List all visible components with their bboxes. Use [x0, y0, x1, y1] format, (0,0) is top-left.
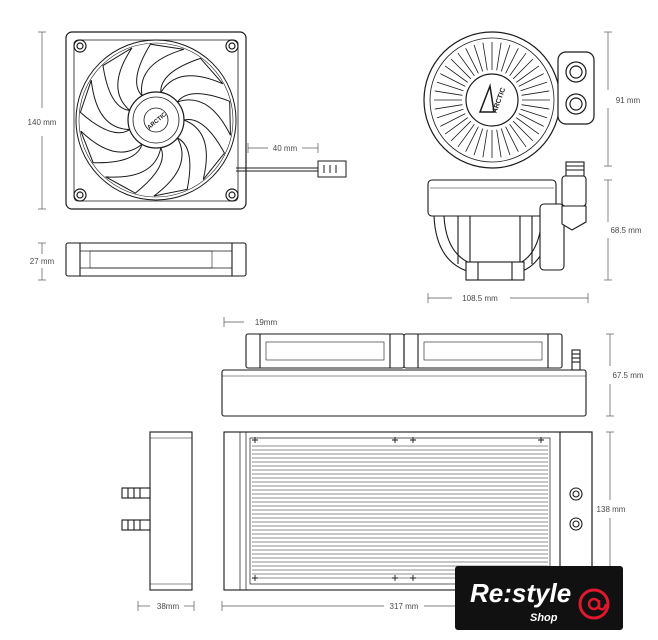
dim-fan-height: 140 mm	[28, 118, 57, 127]
fan-blade	[79, 80, 130, 134]
logo-name: Re:style	[470, 578, 571, 608]
dim-pump-height-line	[604, 179, 612, 281]
fan-side-view	[65, 242, 247, 277]
pump-fin	[516, 65, 540, 83]
fan-front-view	[65, 31, 247, 210]
pump-fin	[436, 81, 464, 92]
dim-pump-width: 108.5 mm	[462, 294, 498, 303]
fan-blade	[177, 93, 231, 136]
pump-fin	[457, 52, 475, 76]
pump-fin	[509, 52, 527, 76]
pump-fin	[434, 104, 463, 110]
pump-fin	[518, 113, 544, 127]
dim-radiator-depth: 38mm	[157, 602, 180, 611]
pump-fin	[516, 117, 540, 135]
pump-fin	[500, 128, 511, 156]
fan-blade	[105, 147, 163, 194]
dim-fan-thickness-line	[38, 242, 46, 281]
dim-pump-diameter: 91 mm	[616, 96, 641, 105]
dim-fan-offset-line	[223, 317, 244, 327]
pump-fin	[465, 48, 479, 74]
pump-logo-triangle	[478, 83, 495, 113]
dim-pump-width-line	[427, 293, 589, 303]
restyle-shop-logo: Re:style Shop	[455, 566, 623, 630]
dim-cable-line	[247, 143, 319, 153]
dim-cable-length: 40 mm	[273, 144, 298, 153]
pump-fin	[512, 120, 534, 142]
dim-pump-diameter-line	[604, 31, 612, 167]
dim-fan-height-line	[38, 31, 46, 210]
pump-fin	[440, 73, 466, 87]
fan-blade	[153, 137, 191, 197]
dim-radiator-height-line	[606, 333, 614, 417]
pump-fin	[509, 124, 527, 148]
pump-fin	[450, 120, 472, 142]
fan-blade	[80, 130, 143, 164]
pump-fin	[521, 104, 550, 110]
pump-fin	[465, 126, 479, 152]
dim-radiator-width: 138 mm	[597, 505, 626, 514]
fan-blade	[102, 47, 133, 111]
logo-sub: Shop	[530, 612, 558, 624]
pump-fin	[518, 73, 544, 87]
dim-fan-thickness: 27 mm	[30, 257, 55, 266]
pump-fin	[520, 81, 548, 92]
pump-fin	[457, 124, 475, 148]
dim-pump-height: 68.5 mm	[610, 226, 641, 235]
dim-radiator-depth-line	[137, 601, 195, 611]
fan-blade	[136, 43, 185, 97]
pump-fin	[500, 44, 511, 72]
pump-fin	[520, 108, 548, 119]
fan-blade	[183, 118, 226, 180]
pump-fin	[473, 128, 484, 156]
radiator-side-view	[221, 333, 587, 417]
fan-blade	[160, 57, 224, 93]
pump-fin	[482, 42, 488, 71]
pump-fin	[444, 117, 468, 135]
pump-top-view	[423, 31, 595, 169]
dim-fan-offset: 19mm	[255, 318, 278, 327]
pump-fin	[521, 90, 550, 96]
pump-fin	[505, 126, 519, 152]
pump-fin	[482, 129, 488, 158]
pump-fin	[496, 129, 502, 158]
dim-radiator-length: 317 mm	[390, 602, 419, 611]
radiator-end-view	[121, 431, 193, 591]
pump-fin	[444, 65, 468, 83]
pump-fin	[434, 90, 463, 96]
dim-radiator-assembly-height: 67.5 mm	[612, 371, 643, 380]
pump-fin	[496, 42, 502, 71]
pump-fin	[512, 58, 534, 80]
fan-cable	[236, 160, 347, 178]
pump-fin	[436, 108, 464, 119]
pump-fin	[440, 113, 466, 127]
pump-side-view	[427, 161, 587, 281]
logo-at-icon	[578, 588, 610, 620]
pump-fin	[505, 48, 519, 74]
pump-fin	[473, 44, 484, 72]
pump-fin	[450, 58, 472, 80]
